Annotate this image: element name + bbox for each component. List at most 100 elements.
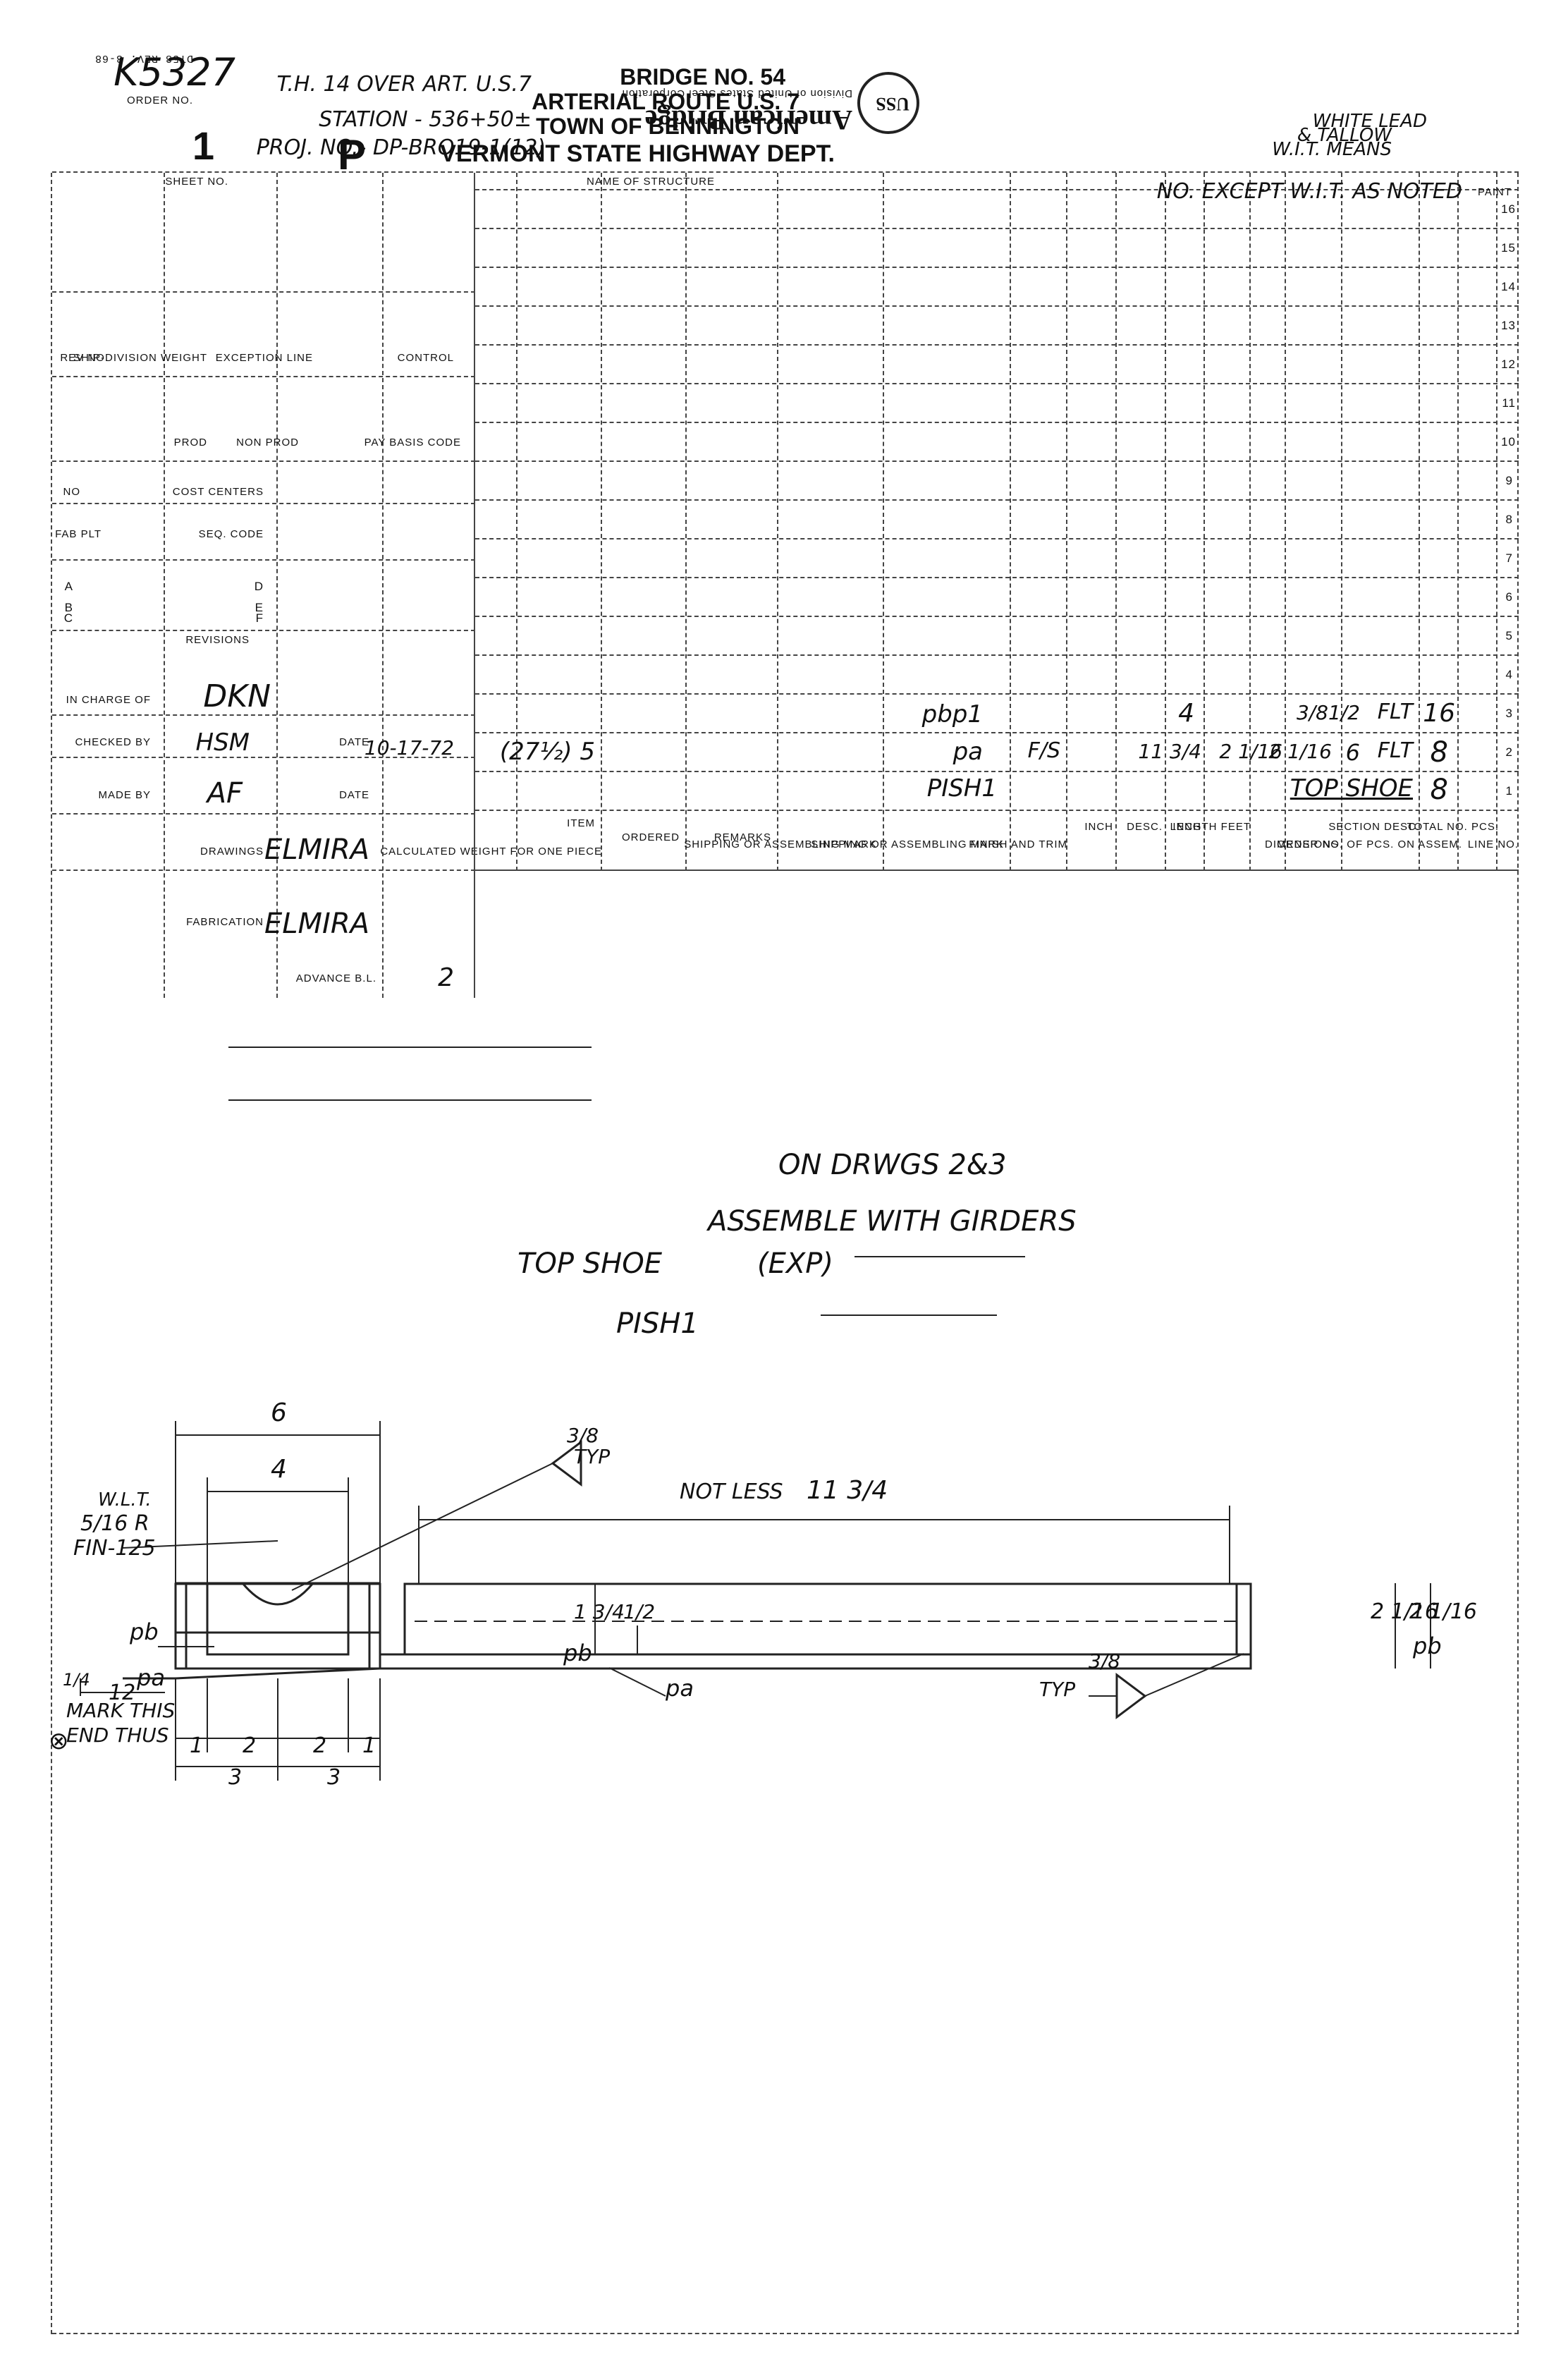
dim-length: 11 3/4 [807, 1476, 888, 1505]
drawings-value: ELMIRA [264, 834, 369, 866]
radius-notch [241, 1582, 314, 1606]
structure-line-4: BRIDGE NO. 54 [620, 64, 785, 90]
pa-label-2: pa [665, 1675, 694, 1702]
dim-bottom-4: 1 [190, 1733, 203, 1758]
line-no-8: 8 [1505, 513, 1513, 526]
order-no: K5327 [114, 50, 235, 94]
fab-plt-label: FAB PLT [55, 528, 102, 540]
dim-overall: 6 [271, 1398, 287, 1427]
line-no-14: 14 [1501, 280, 1516, 293]
slope-rise: 1/4 [63, 1670, 90, 1690]
row1-section: TOP SHOE [1290, 774, 1413, 803]
hdr-line: LINE NO. [1467, 838, 1519, 850]
row2-inch: 11 3/4 [1138, 740, 1201, 763]
uc-ship-weight: SHIP-DIVISION WEIGHT [73, 352, 207, 364]
dim-bottom-3: 2 [243, 1733, 256, 1758]
row2-mark: pa [953, 738, 983, 766]
row3-section: FLT [1377, 700, 1413, 724]
sheet-order-block [52, 173, 475, 208]
row3-dim1: 1/2 [1328, 701, 1360, 724]
rev-f: F [255, 611, 264, 625]
in-charge-label: IN CHARGE OF [66, 694, 151, 706]
row2-finish: F/S [1027, 738, 1060, 763]
line-no-10: 10 [1501, 435, 1516, 449]
height-top: 1 3/4 [574, 1600, 625, 1623]
line-no-9: 9 [1505, 474, 1513, 487]
radius-label: 5/16 R [80, 1511, 149, 1536]
line-no-1: 1 [1505, 784, 1513, 798]
fabrication-label: FABRICATION [186, 916, 264, 928]
cost-centers-label: COST CENTERS [172, 486, 264, 498]
rev-c: C [63, 611, 73, 625]
advance-label: ADVANCE B.L. [295, 972, 376, 984]
slope-dim: 12 [109, 1680, 135, 1705]
dim-inner: 4 [271, 1455, 287, 1484]
paint-note-3: & TALLOW [1297, 125, 1392, 146]
mark-symbol: ⊗ [49, 1727, 69, 1755]
hdr-section: SECTION DESC. [1328, 821, 1420, 833]
weld-typ: TYP [1039, 1678, 1075, 1701]
checked-label: CHECKED BY [75, 736, 151, 748]
rev-d: D [254, 580, 264, 593]
title-block: ADVANCE B.L. 2 FABRICATION ELMIRA DRAWIN… [52, 173, 475, 998]
advance-value: 2 [438, 963, 454, 992]
hdr-mark2: SHIPPING OR ASSEMBLING MARK [684, 838, 877, 850]
line-no-3: 3 [1505, 707, 1513, 720]
paint-value: NO. EXCEPT W.I.T. AS NOTED [1156, 179, 1462, 204]
pb-label-2: pb [563, 1640, 592, 1666]
sheet-no: 1 [192, 123, 214, 168]
no-label: NO [63, 486, 81, 498]
weld-size: 3/8 [1089, 1649, 1120, 1673]
line-no-11: 11 [1502, 396, 1516, 410]
date-label: DATE [339, 789, 369, 801]
line-no-7: 7 [1505, 551, 1513, 565]
checked-value: HSM [195, 728, 250, 757]
material-table: LINE NO. TOTAL NO. PCS. ORDER NO. OF PCS… [380, 173, 1519, 871]
structure-line-2: TOWN OF BENNINGTON [536, 114, 800, 139]
in-charge-value: DKN [203, 678, 271, 714]
row1-mark: PISH1 [926, 774, 997, 803]
line-no-4: 4 [1505, 668, 1513, 681]
hdr-total: TOTAL NO. PCS. [1407, 821, 1499, 833]
radius-wlt: W.L.T. [98, 1489, 152, 1511]
hdr-inch2: INCH [1084, 821, 1113, 833]
line-no-15: 15 [1501, 241, 1516, 255]
non-prod-label: NON PROD [236, 437, 299, 449]
dim-bottom-2: 2 [313, 1733, 326, 1758]
paint-label: PAINT [1477, 186, 1512, 198]
note-assemble: ASSEMBLE WITH GIRDERS [706, 1205, 1077, 1238]
made-label: MADE BY [98, 789, 151, 801]
structure-label: NAME OF STRUCTURE [587, 176, 715, 188]
drawing-title-qualifier: (EXP) [757, 1247, 833, 1280]
end-plate-pb-left [1235, 1582, 1252, 1656]
revisions-label: REVISIONS [185, 634, 250, 646]
row3-mark: pbp1 [921, 700, 983, 728]
dim-bottom-outer-1: 3 [327, 1765, 341, 1790]
pb-label: pb [129, 1618, 159, 1645]
row2-dim1: 6 [1345, 739, 1360, 766]
drawing-title: TOP SHOE [517, 1247, 663, 1280]
made-value: AF [207, 777, 243, 810]
line-no-12: 12 [1501, 358, 1516, 371]
drawing-mark: PISH1 [616, 1307, 699, 1340]
bar-body [403, 1582, 1252, 1656]
pa-label: pa [136, 1664, 165, 1691]
note-on-drawings: ON DRWGS 2&3 [778, 1149, 1006, 1181]
hdr-remarks: REMARKS [713, 831, 771, 843]
row1-order: 8 [1430, 774, 1448, 806]
project-line-2: STATION - 536+50± [319, 107, 532, 132]
weld-size-2: 3/8 [567, 1424, 599, 1447]
fabrication-value: ELMIRA [264, 908, 369, 940]
sheet-label: SHEET NO. [165, 176, 228, 188]
line-no-6: 6 [1505, 590, 1513, 604]
project-line-3: T.H. 14 OVER ART. U.S.7 [276, 72, 532, 97]
drawings-label: DRAWINGS [200, 846, 264, 858]
row2-section: FLT [1377, 738, 1413, 763]
pb-label-3: pb [1412, 1633, 1442, 1659]
hdr-desc: DESC. [1127, 821, 1163, 833]
row3-order: 16 [1423, 699, 1455, 728]
hdr-item: ITEM [567, 817, 595, 829]
mark-note-1: MARK THIS [66, 1699, 175, 1722]
hdr-inch: INCH [1172, 821, 1201, 833]
